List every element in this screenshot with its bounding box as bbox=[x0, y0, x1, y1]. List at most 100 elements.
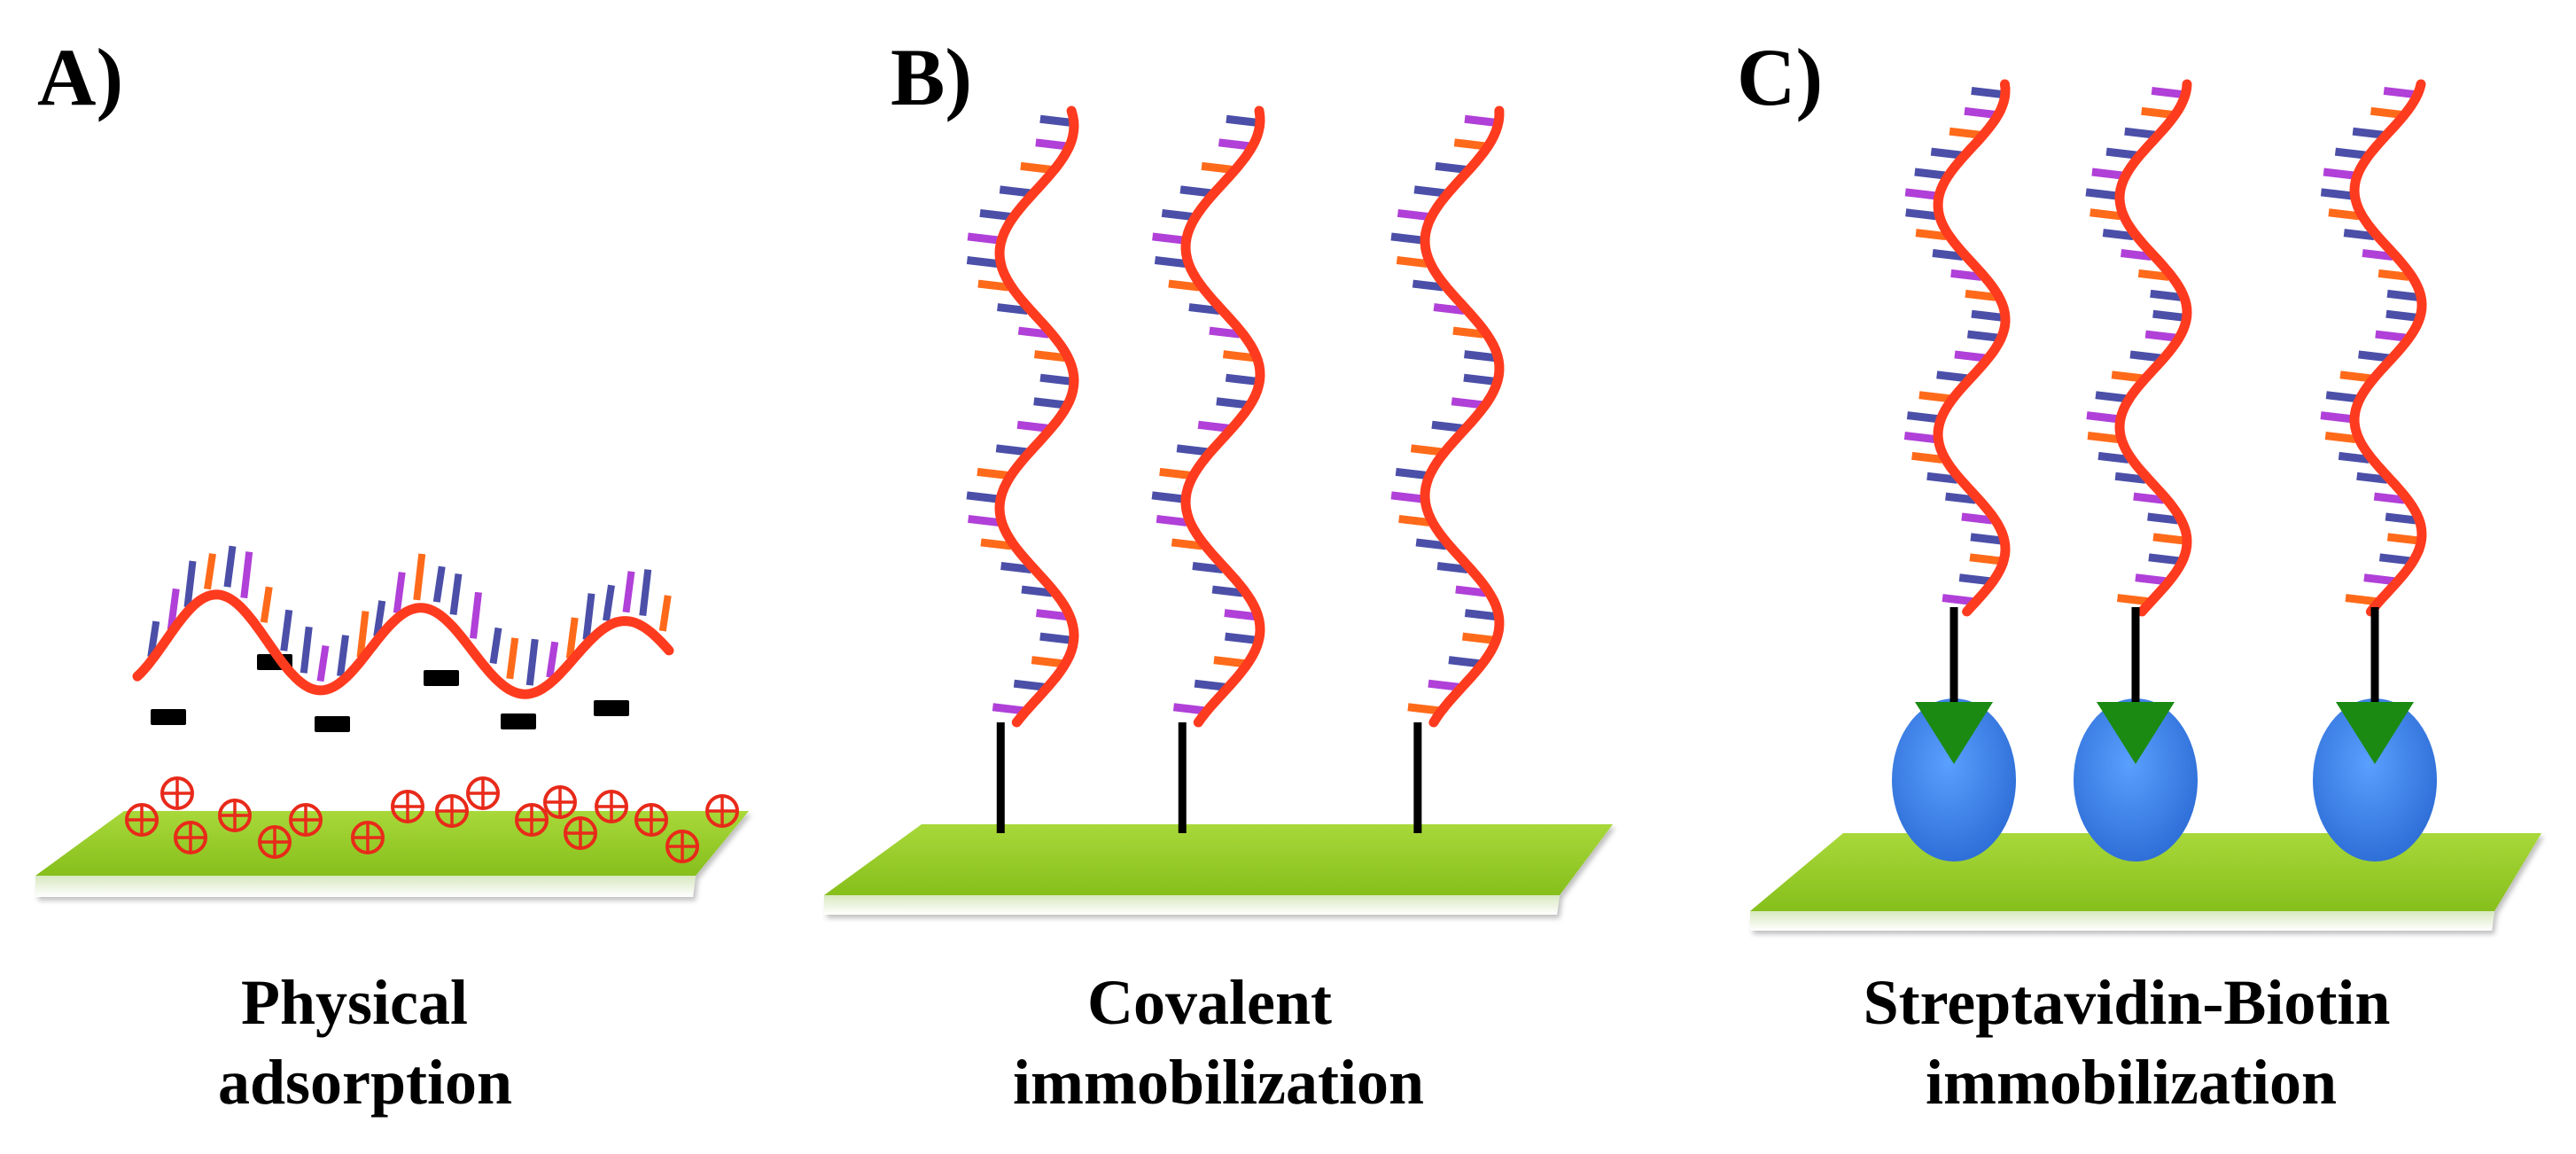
nucleotide-base bbox=[1225, 373, 1257, 386]
dna-strand bbox=[1151, 105, 1265, 728]
nucleotide-base bbox=[2102, 229, 2134, 241]
nucleotide-base bbox=[2097, 451, 2129, 464]
biotin-icon bbox=[1915, 702, 1993, 764]
nucleotide-base bbox=[565, 617, 579, 659]
nucleotide-base bbox=[1172, 703, 1204, 715]
nucleotide-base bbox=[2087, 432, 2119, 443]
nucleotide-base bbox=[240, 551, 253, 599]
nucleotide-base bbox=[2090, 208, 2121, 221]
nucleotide-base bbox=[1932, 249, 1964, 261]
nucleotide-base bbox=[2345, 594, 2377, 606]
adsorbed-dna-strand bbox=[132, 545, 674, 699]
negative-charge-icon bbox=[424, 670, 459, 686]
nucleotide-base bbox=[1428, 679, 1459, 691]
nucleotide-base bbox=[1035, 609, 1068, 621]
dna-backbone bbox=[994, 105, 1079, 728]
nucleotide-base bbox=[1911, 451, 1943, 464]
nucleotide-base bbox=[2378, 269, 2409, 281]
nucleotide-base bbox=[999, 185, 1031, 198]
nucleotide-base bbox=[2116, 594, 2149, 606]
surface-b bbox=[824, 824, 1613, 915]
positive-charge-icon bbox=[125, 803, 159, 837]
nucleotide-base bbox=[449, 573, 463, 616]
nucleotide-base bbox=[413, 553, 426, 601]
dna-strand bbox=[966, 105, 1079, 728]
nucleotide-base bbox=[1033, 350, 1066, 363]
nucleotide-base bbox=[603, 584, 615, 621]
nucleotide-base bbox=[1966, 330, 1998, 342]
nucleotide-base bbox=[2352, 127, 2384, 139]
nucleotide-base bbox=[1915, 229, 1947, 241]
nucleotide-base bbox=[1918, 391, 1950, 403]
nucleotide-base bbox=[977, 279, 1009, 292]
biotin-strand bbox=[1892, 79, 2016, 862]
nucleotide-base bbox=[432, 565, 446, 603]
nucleotide-base bbox=[1431, 420, 1463, 433]
positive-charge-icon bbox=[543, 785, 577, 819]
nucleotide-base bbox=[546, 641, 559, 678]
nucleotide-base bbox=[1415, 538, 1447, 550]
nucleotide-base bbox=[2141, 106, 2173, 119]
nucleotide-base bbox=[1464, 114, 1496, 127]
nucleotide-base bbox=[1412, 279, 1444, 292]
nucleotide-base bbox=[1031, 656, 1062, 668]
nucleotide-base bbox=[1390, 232, 1422, 245]
negative-charge-icon bbox=[315, 716, 350, 732]
nucleotide-base bbox=[1464, 609, 1496, 621]
nucleotide-base bbox=[1436, 562, 1468, 573]
dna-backbone bbox=[1420, 105, 1505, 728]
nucleotide-base bbox=[2095, 391, 2127, 403]
nucleotide-base bbox=[2086, 411, 2118, 424]
nucleotide-base bbox=[1949, 127, 1981, 139]
nucleotide-base bbox=[1156, 514, 1187, 526]
nucleotide-base bbox=[2362, 249, 2393, 261]
panel-b bbox=[824, 105, 1613, 915]
nucleotide-base bbox=[1224, 609, 1256, 621]
nucleotide-base bbox=[1395, 467, 1427, 480]
streptavidin-icon bbox=[2313, 698, 2437, 862]
nucleotide-base bbox=[1451, 397, 1483, 409]
nucleotide-base bbox=[2339, 370, 2371, 383]
nucleotide-base bbox=[1192, 562, 1224, 573]
nucleotide-base bbox=[1209, 326, 1241, 339]
nucleotide-base bbox=[2152, 309, 2184, 322]
nucleotide-base bbox=[1218, 138, 1249, 151]
nucleotide-base bbox=[1961, 512, 1993, 525]
nucleotide-base bbox=[997, 303, 1029, 316]
nucleotide-base bbox=[1945, 492, 1977, 504]
nucleotide-base bbox=[2385, 309, 2417, 322]
nucleotide-base bbox=[280, 609, 293, 651]
nucleotide-base bbox=[1000, 562, 1032, 573]
nucleotide-base bbox=[2378, 553, 2410, 565]
negative-charge-icon bbox=[501, 713, 536, 729]
nucleotide-base bbox=[1016, 420, 1048, 433]
nucleotide-base bbox=[995, 444, 1027, 456]
nucleotide-base bbox=[167, 588, 180, 630]
nucleotide-base bbox=[183, 560, 197, 608]
covalent-dna-strands bbox=[966, 105, 1505, 833]
nucleotide-base bbox=[2151, 86, 2183, 98]
negative-charge-icon bbox=[594, 700, 629, 716]
nucleotide-base bbox=[1942, 594, 1973, 606]
nucleotide-base bbox=[658, 595, 672, 632]
nucleotide-base bbox=[1216, 397, 1248, 409]
nucleotide-base bbox=[1033, 397, 1065, 409]
nucleotide-base bbox=[2137, 269, 2169, 281]
nucleotide-base bbox=[1225, 632, 1257, 644]
caption-b-line1: Covalent bbox=[1087, 967, 1332, 1038]
panel-c bbox=[1750, 79, 2541, 931]
nucleotide-base bbox=[2152, 533, 2184, 545]
nucleotide-base bbox=[2124, 127, 2156, 139]
nucleotide-base bbox=[1455, 585, 1487, 597]
nucleotide-base bbox=[1171, 538, 1202, 550]
biotin-icon bbox=[2336, 702, 2414, 764]
nucleotide-base bbox=[1435, 161, 1467, 174]
nucleotide-base bbox=[1201, 161, 1233, 174]
nucleotide-base bbox=[1398, 514, 1430, 526]
nucleotide-base bbox=[525, 638, 539, 686]
nucleotide-base bbox=[1970, 533, 2002, 545]
positive-charge-icon bbox=[564, 816, 597, 850]
nucleotide-base bbox=[393, 572, 406, 614]
covalent-strand bbox=[966, 105, 1079, 833]
nucleotide-base bbox=[2334, 147, 2366, 160]
